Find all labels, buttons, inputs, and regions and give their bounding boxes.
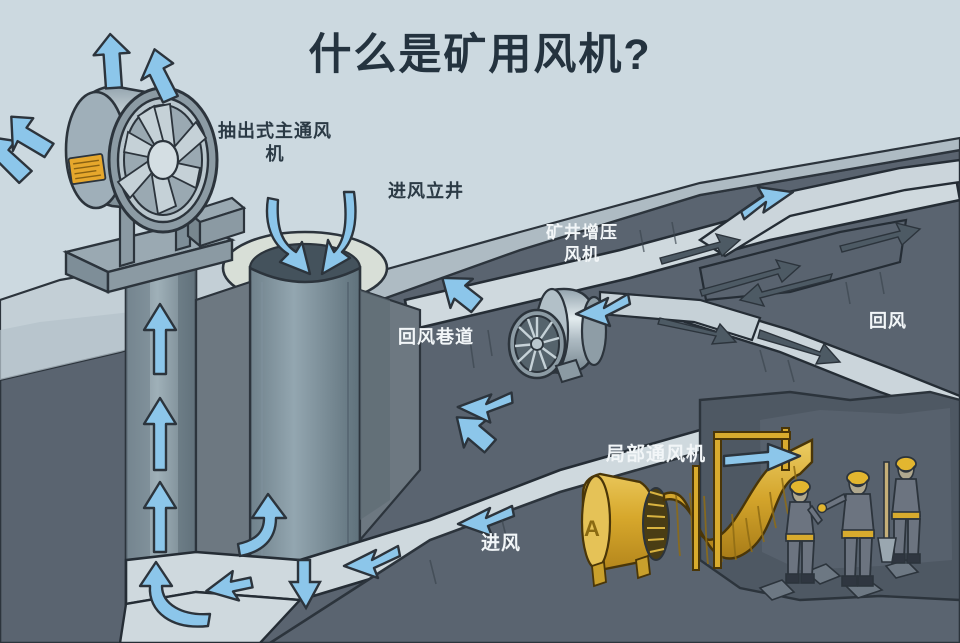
- booster-out-arrow: [456, 391, 514, 424]
- bottom-up-curve: [236, 492, 288, 558]
- main-exhaust-fan: [62, 84, 247, 294]
- miner-1: [784, 479, 824, 584]
- bottom-arrow-right: [456, 504, 516, 538]
- rock-detail-lines: [429, 221, 885, 585]
- exhaust-arrow-1: [92, 32, 131, 90]
- surface-arrow-r2: [574, 292, 632, 328]
- surface-arrow-r1: [739, 185, 795, 221]
- booster-fan-blades: [514, 317, 560, 372]
- return-arrow-2: [142, 396, 178, 472]
- miners-group: [784, 456, 922, 587]
- label-return-air: 回风: [869, 311, 907, 331]
- miner-2: [816, 470, 875, 587]
- local-fan-out-arrow: [722, 442, 802, 472]
- label-return-airway: 回风巷道: [398, 327, 474, 347]
- return-arrow-3: [142, 480, 178, 554]
- miner-3: [877, 456, 922, 564]
- exhaust-arrow-2: [140, 48, 179, 104]
- duct-hanger-frame: [692, 465, 700, 571]
- well-bottom-arrows: [287, 558, 323, 611]
- label-main-exhaust-fan: 抽出式主通风 机: [218, 121, 332, 165]
- tunnel-flow-arrows: [657, 221, 922, 365]
- intake-arrow-shaft-1: [265, 196, 312, 276]
- rock-wall-faces: [194, 280, 422, 582]
- label-intake-air: 进风: [481, 533, 522, 554]
- page-title: 什么是矿用风机?: [308, 31, 652, 79]
- return-curve-arrow: [138, 560, 212, 628]
- fan-brand-mark: A: [584, 516, 600, 541]
- airflow-arrows: [0, 32, 802, 628]
- duct-support-frame: [713, 427, 791, 569]
- label-intake-shaft: 进风立井: [388, 181, 464, 201]
- fan-mount-frame: [686, 466, 700, 582]
- airway-arrow-1: [441, 276, 484, 314]
- bottom-arrow-left: [205, 569, 254, 602]
- bottom-arrow-mid: [342, 544, 402, 580]
- return-arrow-1: [142, 302, 178, 376]
- intake-arrow-shaft-2: [320, 190, 357, 276]
- label-booster-fan: 矿井增压 风机: [546, 223, 618, 264]
- local-fan-chamber: [698, 390, 960, 602]
- exhaust-arrow-4: [10, 115, 55, 159]
- label-local-fan: 局部通风机: [606, 444, 707, 465]
- local-ventilation-fan: A: [580, 427, 814, 588]
